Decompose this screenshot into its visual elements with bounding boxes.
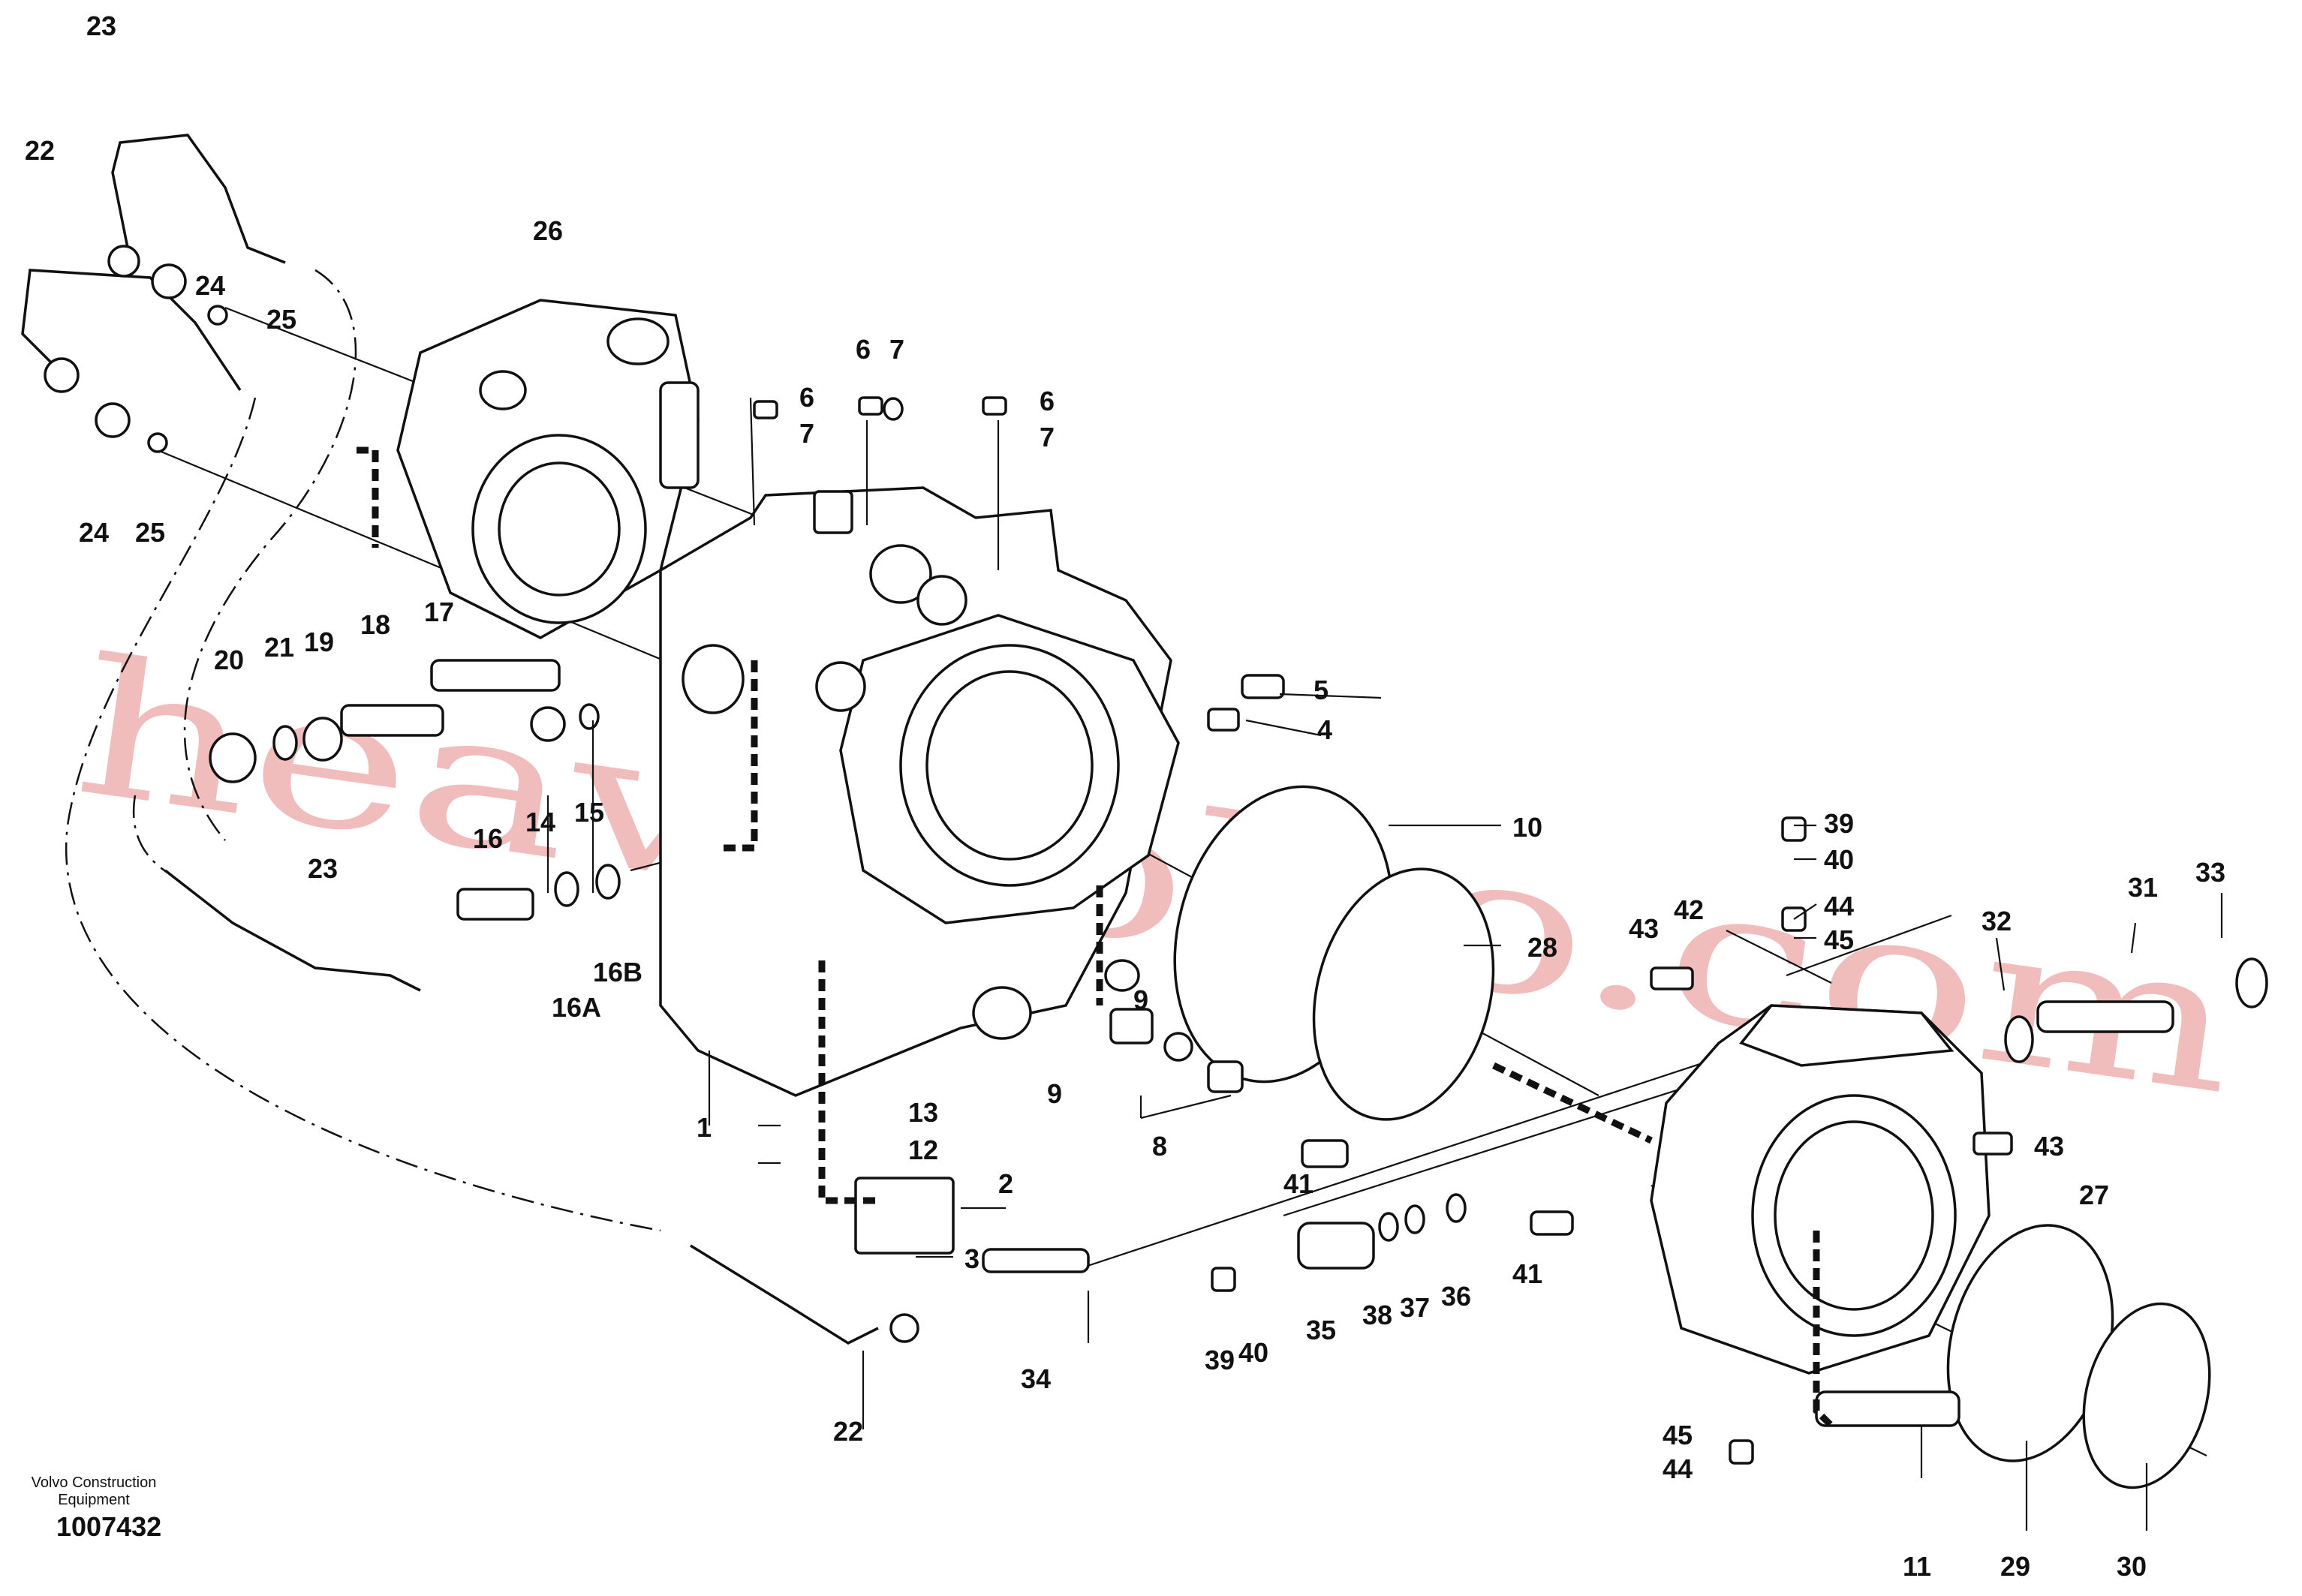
company-name-line1: Volvo Construction [32,1474,157,1491]
callout-22a: 22 [25,135,55,166]
seal-rings [1173,785,2268,1489]
callout-34: 34 [1021,1363,1051,1394]
callout-7b: 7 [889,334,904,365]
callout-36: 36 [1441,1281,1471,1312]
callout-24b: 24 [79,517,109,548]
transmission-housing [659,486,1180,1097]
callout-27: 27 [2079,1180,2109,1210]
callout-13: 13 [908,1097,938,1128]
callout-45b: 45 [1663,1420,1693,1450]
callout-40b: 40 [1824,844,1854,875]
callout-5: 5 [1313,675,1329,705]
callout-23b: 23 [308,853,338,884]
callout-3: 3 [964,1243,979,1274]
callout-40a: 40 [1238,1337,1268,1368]
callout-6c: 6 [1040,386,1055,416]
callout-9a: 9 [1133,984,1148,1015]
hose-routing-lines [65,269,661,1232]
callout-38: 38 [1362,1300,1392,1330]
callout-6a: 6 [799,382,814,413]
callout-6b: 6 [856,334,871,365]
callout-11: 11 [1903,1551,1931,1582]
callout-22b: 22 [833,1416,863,1447]
callout-16A: 16A [552,992,601,1023]
callout-labels: 1 2 3 4 5 6 6 6 7 7 7 8 9 9 10 11 12 13 … [25,11,2225,1582]
callout-43a: 43 [1629,913,1659,944]
callout-12: 12 [908,1135,938,1165]
callout-23a: 23 [86,11,116,41]
callout-45a: 45 [1824,924,1854,955]
drawing-number: 1007432 [56,1511,161,1542]
callout-1: 1 [697,1112,712,1143]
callout-19: 19 [304,627,334,657]
callout-25b: 25 [135,517,165,548]
callout-44b: 44 [1663,1453,1693,1484]
callout-17: 17 [424,597,454,627]
callout-8: 8 [1152,1131,1167,1162]
callout-7c: 7 [1040,422,1055,452]
callout-14: 14 [525,807,555,837]
hose-lines [21,134,919,1345]
callout-10: 10 [1512,812,1542,843]
callout-35: 35 [1306,1315,1336,1345]
callout-9b: 9 [1047,1078,1062,1109]
callout-42: 42 [1674,894,1704,925]
callout-18: 18 [360,609,390,640]
callout-21: 21 [264,632,294,663]
callout-37: 37 [1400,1292,1430,1323]
callout-43b: 43 [2034,1131,2064,1162]
fittings-and-plugs [95,263,2174,1465]
callout-16B: 16B [593,957,642,987]
company-name-line2: Equipment [58,1492,130,1508]
callout-26: 26 [533,215,563,246]
callout-32: 32 [1982,906,2012,936]
callout-24a: 24 [195,270,225,301]
callout-2: 2 [998,1168,1013,1199]
callout-20: 20 [214,645,244,675]
callout-7a: 7 [799,418,814,449]
callout-33: 33 [2195,857,2225,888]
callout-41a: 41 [1283,1168,1313,1199]
output-housing [1650,1004,1991,1375]
hidden-reference-lines [357,446,1834,1429]
callout-44a: 44 [1824,891,1854,921]
callout-30: 30 [2117,1551,2147,1582]
callout-31: 31 [2128,872,2158,903]
callout-16: 16 [473,823,503,854]
callout-39a: 39 [1205,1345,1235,1375]
leader-lines [546,397,2223,1531]
pump-housing [396,299,700,639]
callout-29: 29 [2000,1551,2030,1582]
callout-25a: 25 [266,304,296,335]
callout-4: 4 [1317,714,1332,745]
callout-15: 15 [574,797,604,828]
footer-block: Volvo Construction Equipment 1007432 [32,1474,162,1542]
callout-41b: 41 [1512,1258,1542,1289]
callout-28: 28 [1527,932,1557,963]
callout-39b: 39 [1824,808,1854,839]
